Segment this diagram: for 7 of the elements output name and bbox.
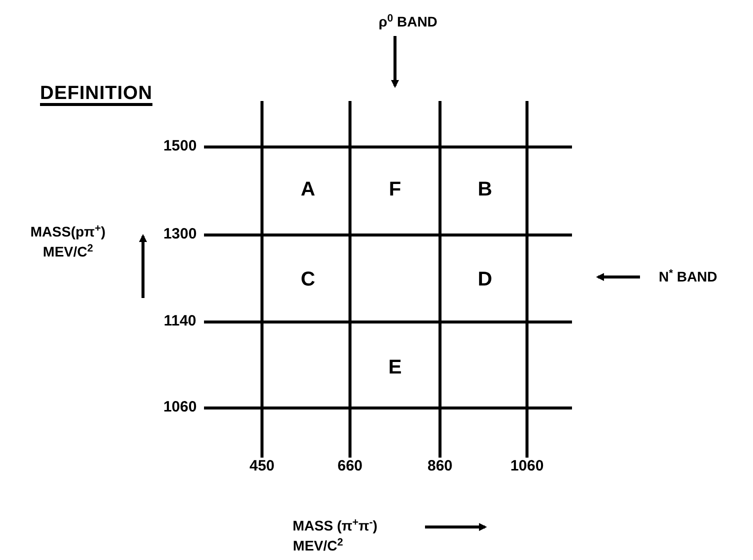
- arrow: [391, 36, 399, 88]
- axis-title: MASS (π$^{+}$π$^{-}$): [290, 517, 380, 535]
- axis-title: MASS(pπ$^{+}$): [28, 223, 108, 241]
- band-label: ρ$^{0}$ BAND: [378, 13, 438, 31]
- band-label: N$^{*}$ BAND: [658, 268, 718, 286]
- arrow: [596, 273, 640, 281]
- heading: DEFINITION: [40, 82, 152, 106]
